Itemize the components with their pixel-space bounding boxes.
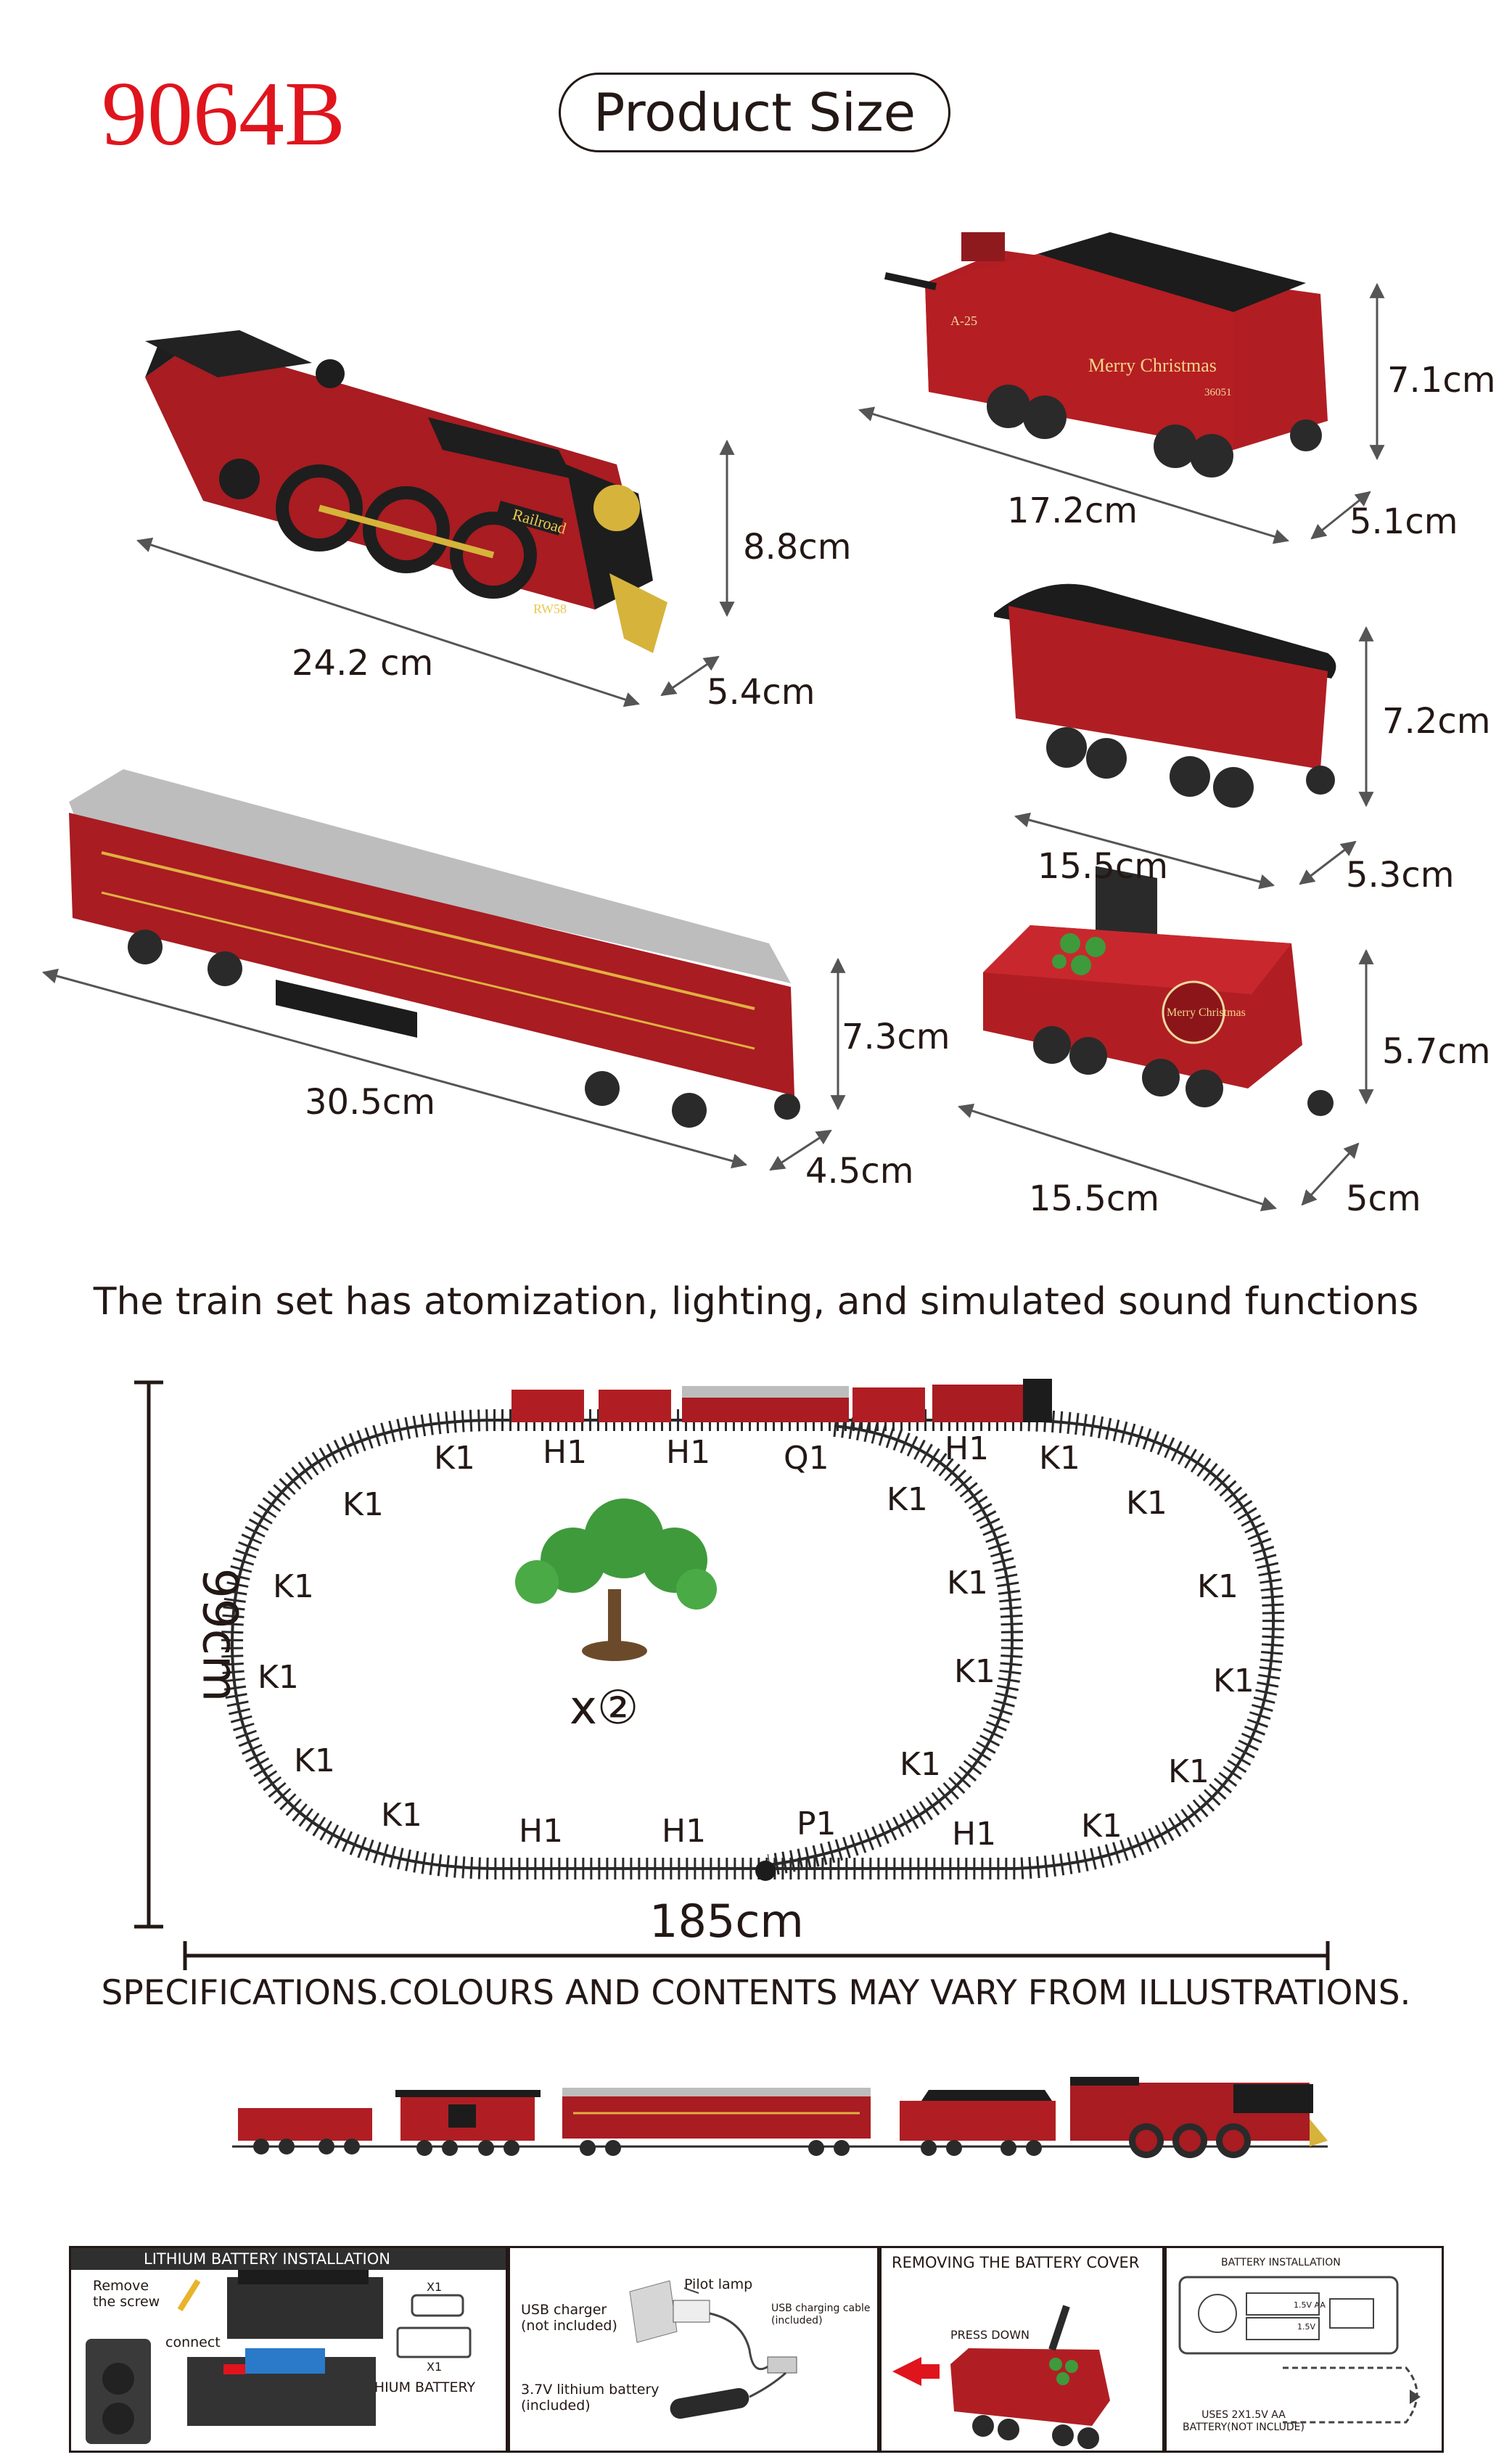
usb-charger-label: USB charger (not included) <box>521 2302 617 2334</box>
product-size-badge: Product Size <box>559 73 950 152</box>
track-piece-label: K1 <box>947 1565 988 1602</box>
locomotive-width: 5.4cm <box>707 672 815 713</box>
functions-text: The train set has atomization, lighting,… <box>93 1280 1419 1324</box>
x1-label-a: X1 <box>427 2280 443 2294</box>
track-piece-label: K1 <box>434 1440 475 1477</box>
model-code: 9064B <box>102 64 346 165</box>
battery-install-title: BATTERY INSTALLATION <box>1221 2257 1341 2268</box>
disclaimer: SPECIFICATIONS.COLOURS AND CONTENTS MAY … <box>101 1973 1411 2013</box>
track-piece-label: K1 <box>342 1486 384 1523</box>
track-piece-label: H1 <box>952 1816 997 1853</box>
caboose-width-arrow <box>1299 840 1357 885</box>
track-piece-label: K1 <box>294 1742 335 1779</box>
press-down-label: PRESS DOWN <box>950 2328 1030 2342</box>
passenger-car-height: 7.3cm <box>842 1017 950 1057</box>
train-on-track <box>511 1379 1052 1422</box>
pilot-lamp-label: Pilot lamp <box>684 2276 753 2292</box>
usb-cable-label: USB charging cable (included) <box>771 2303 871 2326</box>
locomotive-number: RW58 <box>533 602 567 616</box>
track-piece-label: K1 <box>1168 1753 1209 1790</box>
x1-label-b: X1 <box>427 2360 443 2374</box>
track-piece-label: K1 <box>1126 1485 1167 1522</box>
battery-cover-illustration <box>892 2305 1110 2449</box>
remove-screw-label: Remove the screw <box>93 2278 160 2310</box>
locomotive-width-arrow <box>660 655 720 697</box>
battery-car-height: 5.7cm <box>1382 1031 1491 1072</box>
tender-width: 5.1cm <box>1349 501 1458 542</box>
passenger-car-length: 30.5cm <box>305 1082 436 1123</box>
usb-charging-illustration <box>629 2280 797 2419</box>
tender-length: 17.2cm <box>1007 491 1138 531</box>
track-piece-label: K1 <box>954 1653 995 1690</box>
battery-car-badge: Merry Christmas <box>1167 1006 1246 1019</box>
track-height: 99cm <box>192 1567 248 1702</box>
lithium-37v-label: 3.7V lithium battery (included) <box>521 2382 660 2414</box>
tree-count: x② <box>570 1681 639 1735</box>
track-piece-label: K1 <box>273 1568 314 1605</box>
caboose-illustration <box>994 583 1336 959</box>
battery-car-length-arrow <box>958 1103 1277 1212</box>
track-width: 185cm <box>649 1895 804 1948</box>
battery-car-illustration: Merry Christmas <box>983 925 1334 1116</box>
track-piece-label: Q1 <box>784 1440 829 1477</box>
battery-car-width: 5cm <box>1346 1178 1421 1219</box>
battery-car-length: 15.5cm <box>1029 1178 1160 1219</box>
track-piece-label: K1 <box>900 1746 941 1783</box>
locomotive-length-arrow <box>136 537 640 708</box>
track-piece-label: K1 <box>887 1481 928 1518</box>
locomotive-length: 24.2 cm <box>292 643 434 684</box>
track-piece-label: K1 <box>258 1659 299 1696</box>
tree-illustration <box>515 1498 717 1661</box>
battery-cell-short-label: 1.5V <box>1297 2322 1316 2332</box>
tender-height: 7.1cm <box>1387 360 1496 401</box>
track-piece-label: H1 <box>543 1434 588 1471</box>
lithium-title-bar <box>71 2248 506 2270</box>
track-piece-label: P1 <box>797 1805 837 1842</box>
battery-cover-panel: REMOVING THE BATTERY COVER PRESS DOWN <box>879 2246 1164 2453</box>
track-piece-label: H1 <box>945 1430 990 1467</box>
passenger-car-width-arrow <box>769 1129 832 1171</box>
battery-install-illustration <box>1178 2276 1421 2424</box>
tender-illustration: A-25 Merry Christmas 36051 <box>884 232 1328 477</box>
locomotive-height: 8.8cm <box>743 527 852 567</box>
passenger-car-illustration <box>69 769 800 1128</box>
passenger-car-length-arrow <box>41 968 748 1169</box>
track-piece-label: H1 <box>662 1813 707 1850</box>
battery-install-panel: BATTERY INSTALLATION 1.5V AA 1.5V USES 2… <box>1164 2246 1444 2453</box>
passenger-car-width: 4.5cm <box>805 1151 914 1192</box>
lithium-title: LITHIUM BATTERY INSTALLATION <box>144 2250 390 2268</box>
caboose-length-arrow <box>1014 812 1275 890</box>
product-size-title: Product Size <box>593 82 916 143</box>
full-train-illustration <box>232 2077 1328 2158</box>
battery-cover-title: REMOVING THE BATTERY COVER <box>892 2254 1140 2271</box>
lithium-battery-panel: LITHIUM BATTERY INSTALLATION Remove the … <box>69 2246 508 2453</box>
connect-label: connect <box>165 2334 221 2350</box>
caboose-width: 5.3cm <box>1346 855 1455 895</box>
track-piece-label: K1 <box>381 1797 422 1834</box>
tender-length-arrow <box>858 406 1290 544</box>
tender-brand: Merry Christmas <box>1088 355 1217 376</box>
track-piece-label: K1 <box>1039 1440 1080 1477</box>
track-piece-label: H1 <box>519 1813 564 1850</box>
usb-charging-panel: USB charger (not included) Pilot lamp US… <box>508 2246 879 2453</box>
battery-car-width-arrow <box>1301 1142 1360 1206</box>
lithium-battery-label: LITHIUM BATTERY <box>354 2379 476 2395</box>
battery-uses-label: USES 2X1.5V AA BATTERY(NOT INCLUDE) <box>1183 2409 1304 2433</box>
tender-number: 36051 <box>1204 387 1232 398</box>
tender-width-arrow <box>1310 491 1371 540</box>
tender-code: A-25 <box>950 313 977 328</box>
track-layout <box>134 1379 1330 1970</box>
track-piece-label: K1 <box>1197 1568 1238 1605</box>
caboose-length: 15.5cm <box>1038 846 1169 887</box>
product-illustrations: Railroad RW58 A-25 Merry Christmas 36051 <box>41 232 1385 1212</box>
battery-cell-label: 1.5V AA <box>1294 2300 1326 2310</box>
track-piece-label: K1 <box>1213 1662 1254 1700</box>
locomotive-illustration: Railroad RW58 <box>145 330 667 653</box>
track-piece-label: H1 <box>666 1434 711 1471</box>
lithium-install-illustration <box>86 2270 472 2444</box>
caboose-height: 7.2cm <box>1382 701 1491 742</box>
track-piece-label: K1 <box>1081 1808 1122 1845</box>
